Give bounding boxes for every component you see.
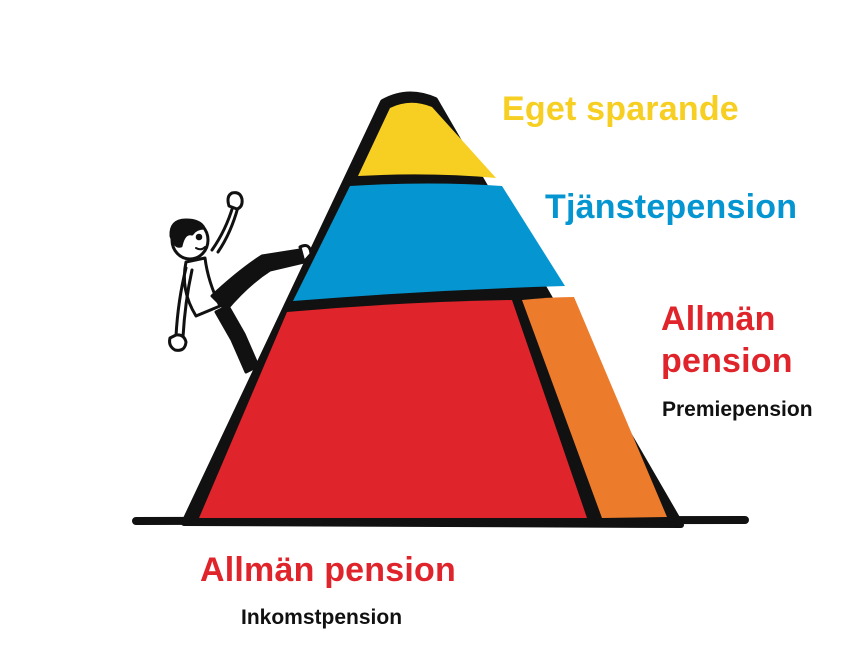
layer-income-pension <box>199 300 587 518</box>
label-general-pension-right-line1: Allmän <box>661 300 776 338</box>
layer-savings <box>358 102 496 178</box>
climbing-person-figure <box>168 191 313 374</box>
label-premium-pension: Premiepension <box>662 398 813 421</box>
label-occupational-pension: Tjänstepension <box>545 188 798 226</box>
label-savings: Eget sparande <box>502 90 739 128</box>
layer-premium-pension <box>522 297 667 518</box>
label-income-pension: Inkomstpension <box>241 606 403 629</box>
label-general-pension-bottom: Allmän pension <box>200 551 456 589</box>
label-general-pension-right-line2: pension <box>661 342 793 380</box>
layer-occupational-pension <box>293 183 565 301</box>
